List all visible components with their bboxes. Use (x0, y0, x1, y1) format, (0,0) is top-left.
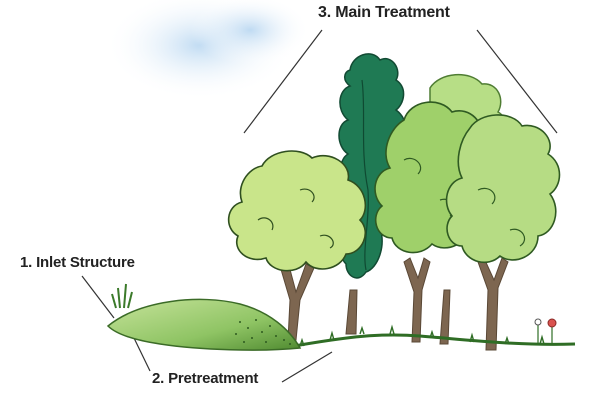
pretreatment-leader-right (282, 352, 332, 382)
sky (105, 0, 310, 100)
main-treatment-label: 3. Main Treatment (318, 4, 450, 22)
pretreatment-label: 2. Pretreatment (152, 370, 258, 387)
pretreatment-leader-left (134, 338, 150, 371)
inlet-grass-tuft (112, 284, 132, 308)
inlet-structure-label: 1. Inlet Structure (20, 254, 135, 271)
tree-left-light (229, 151, 366, 271)
ground (282, 327, 575, 348)
inlet-leader (82, 276, 114, 318)
tree-right-green (447, 115, 560, 262)
flowers (535, 319, 556, 344)
